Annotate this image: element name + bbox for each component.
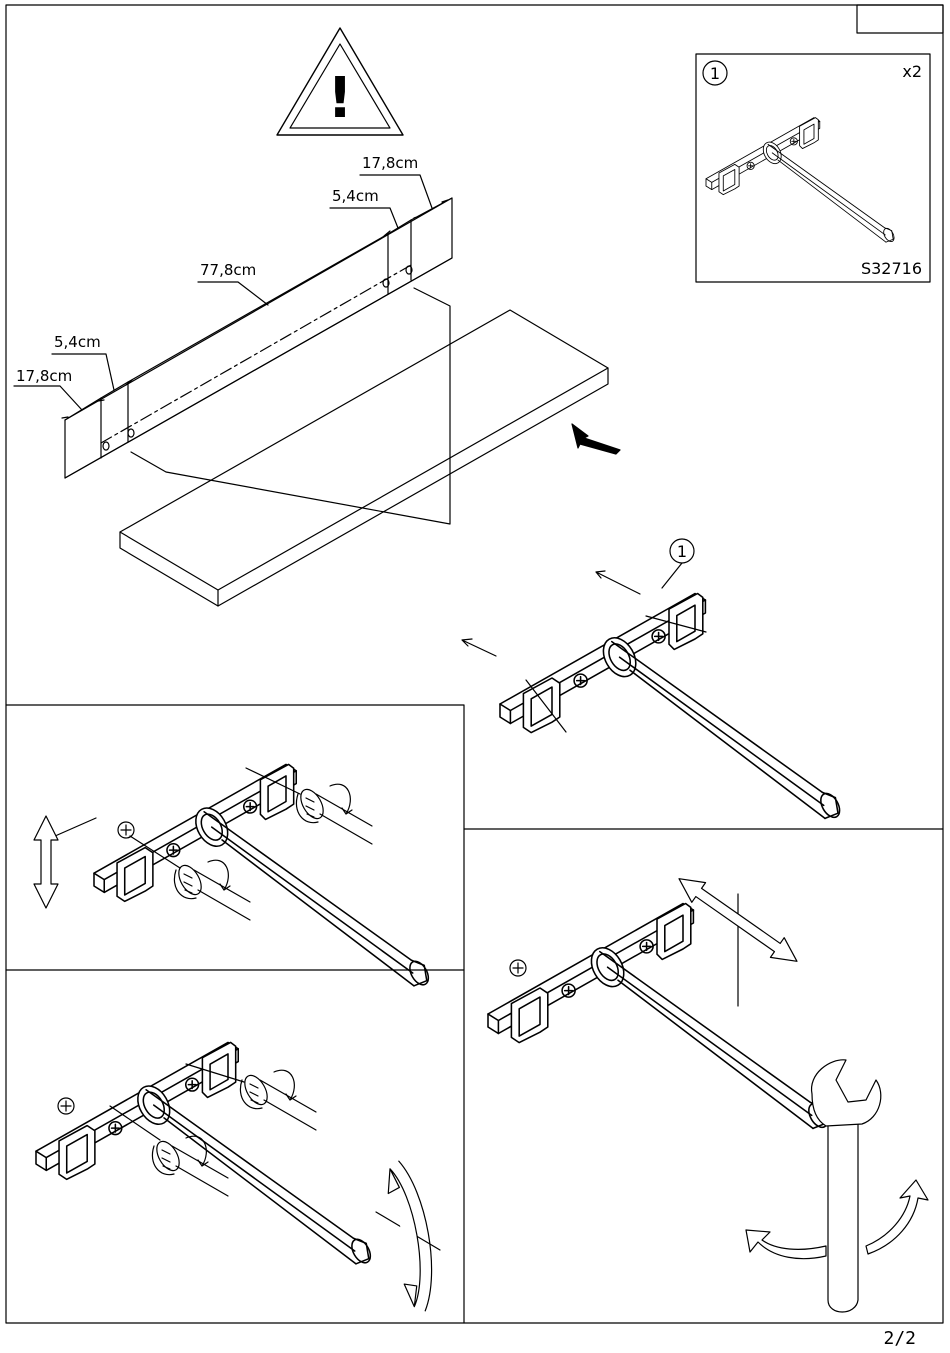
wrench-icon bbox=[812, 1060, 881, 1312]
part-callout-number: 1 bbox=[710, 64, 720, 83]
page-frame bbox=[6, 5, 943, 1323]
part-quantity: x2 bbox=[902, 62, 922, 81]
panel-screw-wall bbox=[34, 764, 432, 988]
dimension-span: 77,8cm bbox=[200, 261, 256, 279]
rotate-arrow-icon bbox=[383, 1158, 441, 1313]
dimension-left-outer: 17,8cm bbox=[16, 367, 72, 385]
turn-right-arrow-icon bbox=[866, 1180, 928, 1254]
bracket-callout-number: 1 bbox=[677, 542, 687, 561]
warning-icon: ! bbox=[277, 28, 403, 135]
panel-wrench-adjust bbox=[488, 869, 928, 1312]
part-code: S32716 bbox=[861, 259, 922, 278]
parts-box: 1 x2 S32716 bbox=[696, 54, 930, 282]
warning-symbol: ! bbox=[327, 66, 353, 131]
insertion-arrow bbox=[572, 424, 620, 454]
turn-left-arrow-icon bbox=[746, 1230, 826, 1259]
page-number: 2/2 bbox=[883, 1328, 916, 1349]
level-arrow-icon bbox=[34, 816, 58, 908]
panel-tighten bbox=[36, 1042, 441, 1313]
dimension-left-inner: 5,4cm bbox=[54, 333, 101, 351]
bracket-part-illustration bbox=[706, 118, 896, 244]
dimension-right-inner: 5,4cm bbox=[332, 187, 379, 205]
header-box bbox=[857, 5, 943, 33]
dimension-right-outer: 17,8cm bbox=[362, 154, 418, 172]
bracket-detail: 1 bbox=[462, 539, 843, 821]
